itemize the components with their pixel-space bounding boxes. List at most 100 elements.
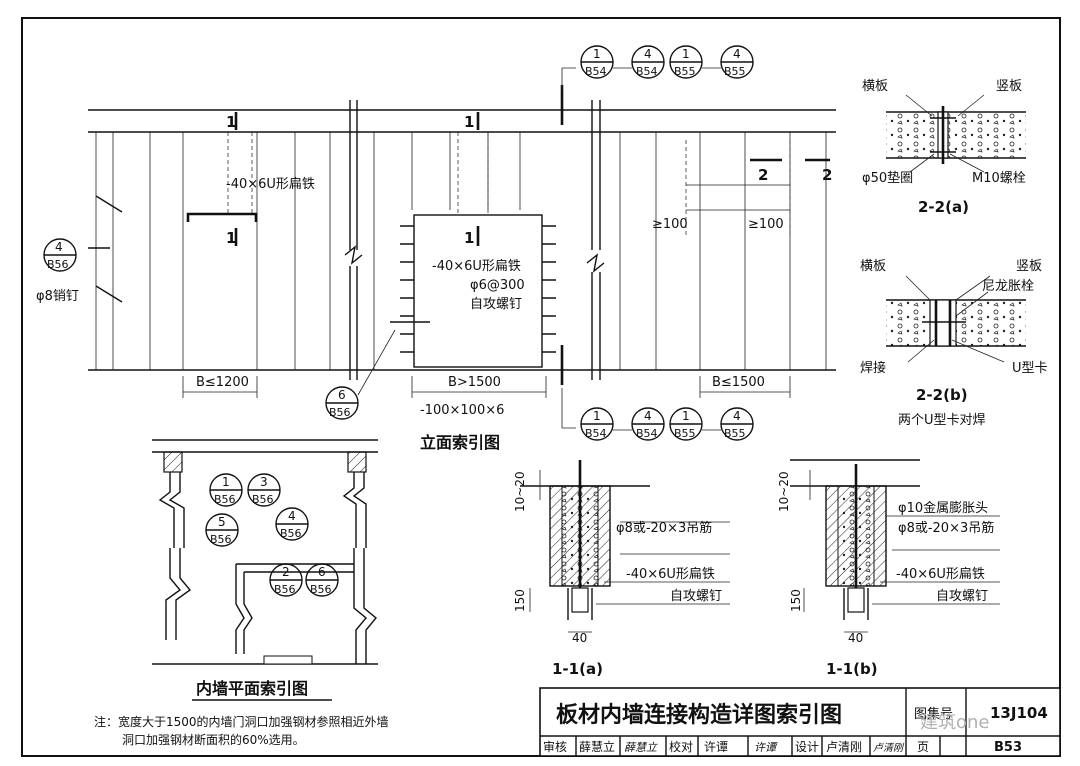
section-mark-1: 1 [226,113,236,131]
atlas-number: 13J104 [990,704,1048,722]
label-screw: 自攻螺钉 [936,589,988,604]
section-mark-1: 1 [464,113,474,131]
dim-right: B≤1500 [712,375,765,390]
sign-check: 许谭 [754,741,778,754]
label-hanger: φ8或-20×3吊筋 [616,520,712,536]
svg-text:B56: B56 [210,533,232,546]
label-v-board: 竖板 [1016,259,1042,274]
dim-left: B≤1200 [196,375,249,390]
title-block [539,687,1061,757]
callout: 1 B55 [669,407,703,441]
section-11b-caption: 1-1(b) [826,660,878,678]
svg-text:4: 4 [288,509,296,523]
callout: 2 B56 [269,563,303,597]
callout: 4 B56 [275,507,309,541]
label-u-iron: -40×6U形扁铁 [896,567,985,582]
page-label: 页 [917,740,929,754]
svg-text:B56: B56 [214,493,236,506]
note-line-1: 注：宽度大于1500的内墙门洞口加强钢材参照相近外墙 [94,714,389,729]
name-check: 许谭 [704,740,728,754]
svg-text:B56: B56 [47,258,69,271]
section-11a-caption: 1-1(a) [552,660,603,678]
label-u-iron: -40×6U形扁铁 [626,567,715,582]
svg-text:6: 6 [338,388,346,402]
svg-text:1: 1 [682,47,690,61]
svg-text:B55: B55 [674,427,696,440]
callout: 6 B56 [305,563,339,597]
label-v-board: 竖板 [996,79,1022,94]
svg-text:6: 6 [318,565,326,579]
callout: 6 B56 [325,329,396,420]
label-weld: 焊接 [860,360,886,376]
svg-text:1: 1 [593,409,601,423]
label-h-board: 横板 [862,79,888,94]
svg-text:4: 4 [55,240,63,254]
plan-view [152,439,378,665]
label-hanger: φ8或-20×3吊筋 [898,520,994,536]
section-mark-2: 2 [822,166,832,184]
label-washer: φ50垫圈 [862,170,913,186]
section-22b-subcaption: 两个U型卡对焊 [898,412,986,428]
svg-text:4: 4 [733,47,741,61]
name-review: 薛慧立 [579,739,615,754]
svg-text:B54: B54 [585,65,607,78]
svg-text:B55: B55 [724,65,746,78]
callout: 4 B54 [631,45,665,79]
role-design: 设计 [795,740,819,754]
svg-text:2: 2 [282,565,290,579]
label-screw: 自攻螺钉 [670,589,722,604]
callout: 1 B54 [580,407,614,441]
callout: 3 B56 [247,473,281,507]
svg-text:B56: B56 [310,583,332,596]
label-gap-right: ≥100 [748,217,784,232]
watermark-text: 建筑one [920,712,990,733]
svg-text:B56: B56 [280,527,302,540]
label-anchor: 尼龙胀栓 [982,279,1034,294]
role-review: 审核 [543,739,567,754]
section-mark-2: 2 [758,166,768,184]
section-2-2a [886,94,1026,173]
section-1-1a [520,460,730,633]
section-1-1b [790,459,1000,633]
callout: 1 B54 [580,45,614,79]
section-2-2b [886,275,1026,363]
elevation-caption: 立面索引图 [420,433,500,452]
plan-caption: 内墙平面索引图 [196,679,308,698]
section-22a-caption: 2-2(a) [918,198,969,216]
svg-text:B56: B56 [274,583,296,596]
sign-review: 薛慧立 [624,741,658,754]
section-22b-caption: 2-2(b) [916,386,968,404]
callout: 4 B55 [720,407,754,441]
svg-text:1: 1 [682,409,690,423]
dim-width: 40 [848,631,863,645]
svg-text:5: 5 [218,515,226,529]
callout: 4 B56 [43,238,77,272]
callout: 4 B54 [631,407,665,441]
role-check: 校对 [669,739,693,754]
svg-text:1: 1 [593,47,601,61]
svg-text:B54: B54 [636,65,658,78]
label-bolt-spacing: φ6@300 [470,278,525,293]
svg-text:4: 4 [644,47,652,61]
svg-text:B55: B55 [724,427,746,440]
elevation-view [88,85,836,398]
sign-design: 卢清刚 [873,742,905,754]
label-expansion: φ10金属膨胀头 [898,500,988,516]
svg-text:B55: B55 [674,65,696,78]
label-bolt: M10螺栓 [972,171,1026,186]
callout-group-top: 1 B54 4 B54 1 B55 4 B55 [561,45,754,90]
label-u-iron-center: -40×6U形扁铁 [432,259,521,274]
dim-center: B>1500 [448,375,501,390]
label-pin-nail: φ8销钉 [36,289,79,304]
drawing-title: 板材内墙连接构造详图索引图 [556,702,842,728]
svg-text:1: 1 [222,475,230,489]
svg-text:B54: B54 [585,427,607,440]
callout: 4 B55 [720,45,754,79]
svg-text:B56: B56 [329,406,351,419]
name-design: 卢清刚 [826,739,862,754]
note-line-2: 洞口加强钢材断面积的60%选用。 [122,732,305,747]
callout: 5 B56 [205,513,239,547]
atlas-label: 图集号 [914,706,953,722]
label-angle-steel: -100×100×6 [420,403,504,418]
